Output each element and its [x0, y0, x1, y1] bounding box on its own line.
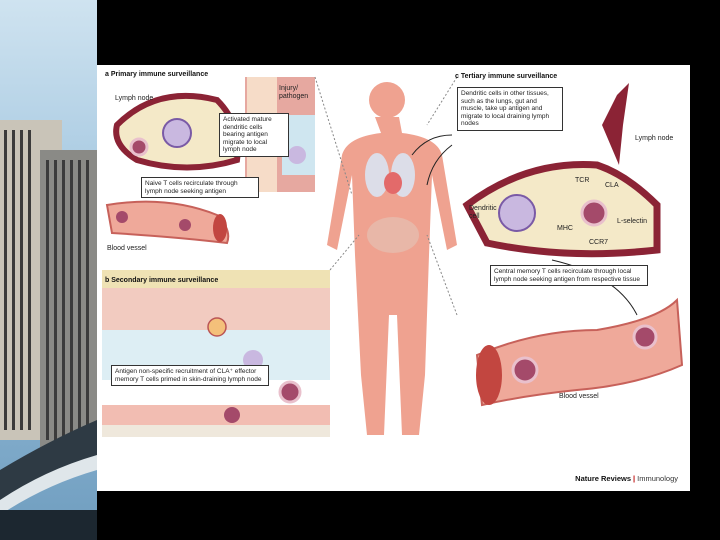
cla-label: CLA [605, 182, 619, 190]
panel-a-activated-box: Activated mature dendritic cells bearing… [219, 113, 289, 157]
panel-a-blood-vessel-label: Blood vessel [107, 245, 147, 253]
panel-c-central-box: Central memory T cells recirculate throu… [490, 265, 648, 286]
panel-a-heading: a Primary immune surveillance [105, 71, 208, 78]
slide-background-panel [0, 0, 97, 540]
panel-a-injury-label: Injury/ pathogen [279, 85, 313, 101]
panel-c-heading: c Tertiary immune surveillance [455, 73, 557, 80]
l-selectin-label: L-selectin [617, 218, 647, 226]
panel-b-heading: b Secondary immune surveillance [105, 277, 218, 284]
panel-c-blood-vessel-label: Blood vessel [559, 393, 599, 401]
mhc-label: MHC [557, 225, 573, 233]
panel-c-dendritic-box: Dendritic cells in other tissues, such a… [457, 87, 563, 131]
tcr-label: TCR [575, 177, 589, 185]
panel-a-lymph-node-label: Lymph node [115, 95, 153, 103]
panel-a-naive-box: Naive T cells recirculate through lymph … [141, 177, 259, 198]
building-photo [0, 0, 97, 540]
ccr7-label: CCR7 [589, 239, 608, 247]
panel-b-recruit-box: Antigen non-specific recruitment of CLA⁺… [111, 365, 269, 386]
journal-credit: Nature Reviews|Immunology [575, 474, 678, 483]
credit-journal: Nature Reviews [575, 474, 631, 483]
immune-surveillance-figure: a Primary immune surveillance Lymph node… [97, 65, 690, 491]
panel-c-lymph-node-label: Lymph node [635, 135, 673, 143]
dendritic-cell-label: Dendritic cell [469, 205, 499, 221]
credit-section: Immunology [637, 474, 678, 483]
